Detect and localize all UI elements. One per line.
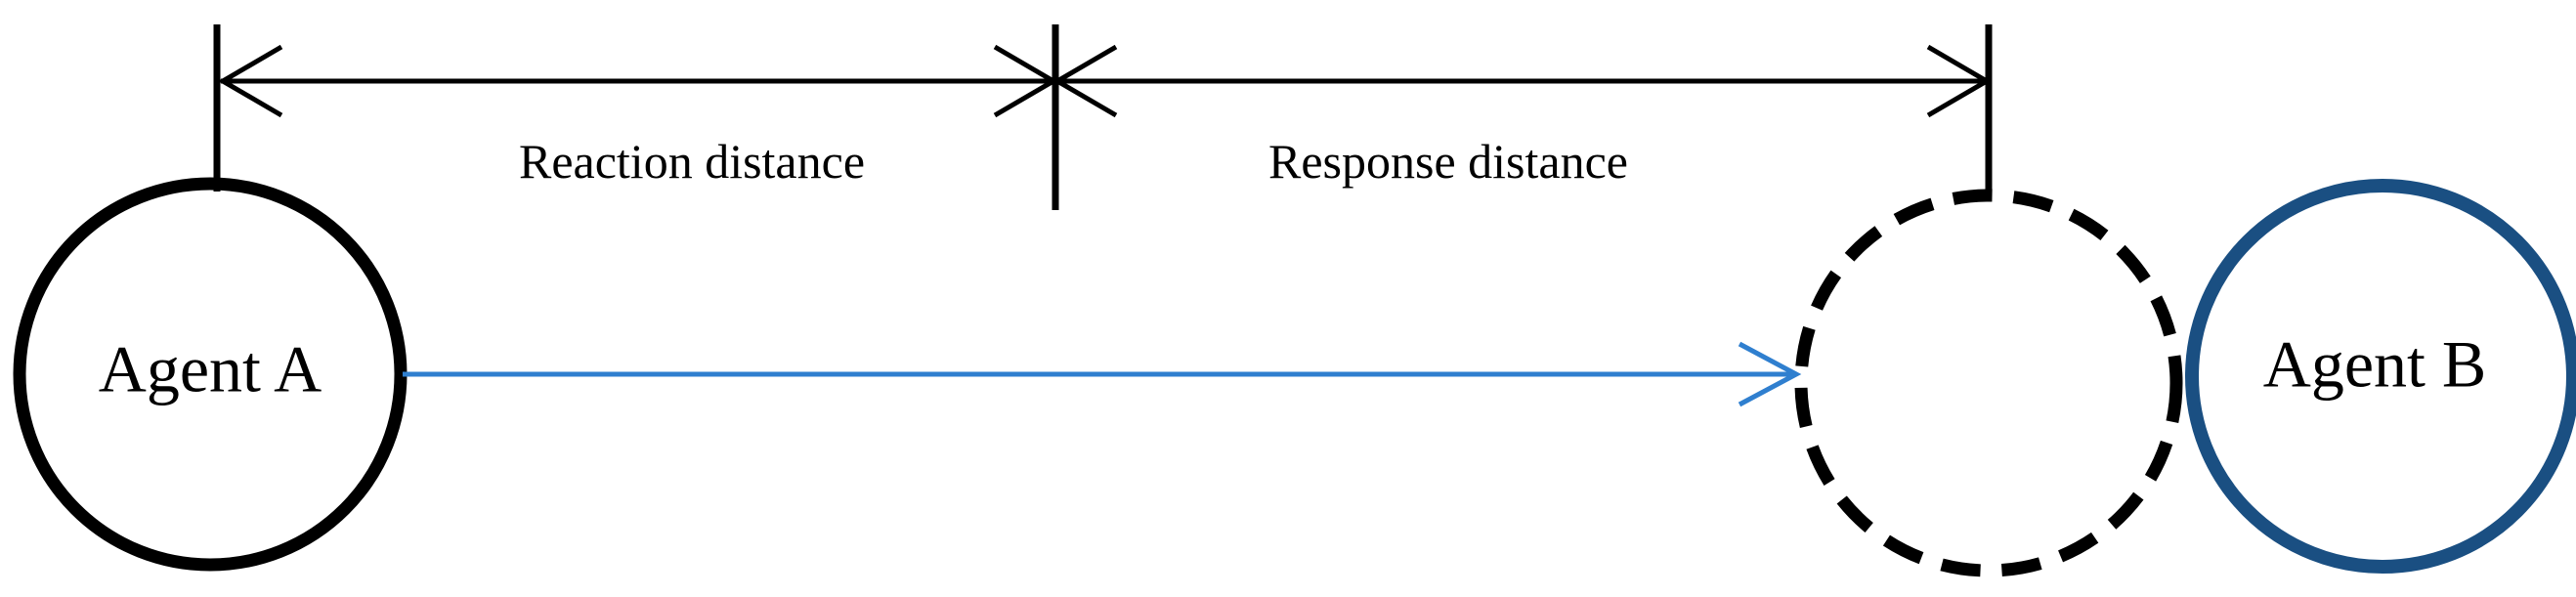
- response-arrow-right: [1926, 44, 1992, 118]
- reaction-distance-label: Reaction distance: [519, 134, 865, 189]
- motion-arrow-head: [1738, 341, 1802, 407]
- reaction-arrow-left: [218, 44, 283, 118]
- agent-b-label: Agent B: [2263, 327, 2487, 402]
- agent-a-label: Agent A: [99, 332, 322, 406]
- response-arrow-left: [1052, 44, 1118, 118]
- agent-b-circle: [2185, 179, 2576, 574]
- agent-a-circle: [13, 177, 408, 572]
- response-distance-label: Response distance: [1268, 134, 1628, 189]
- response-position-circle: [1794, 189, 2183, 577]
